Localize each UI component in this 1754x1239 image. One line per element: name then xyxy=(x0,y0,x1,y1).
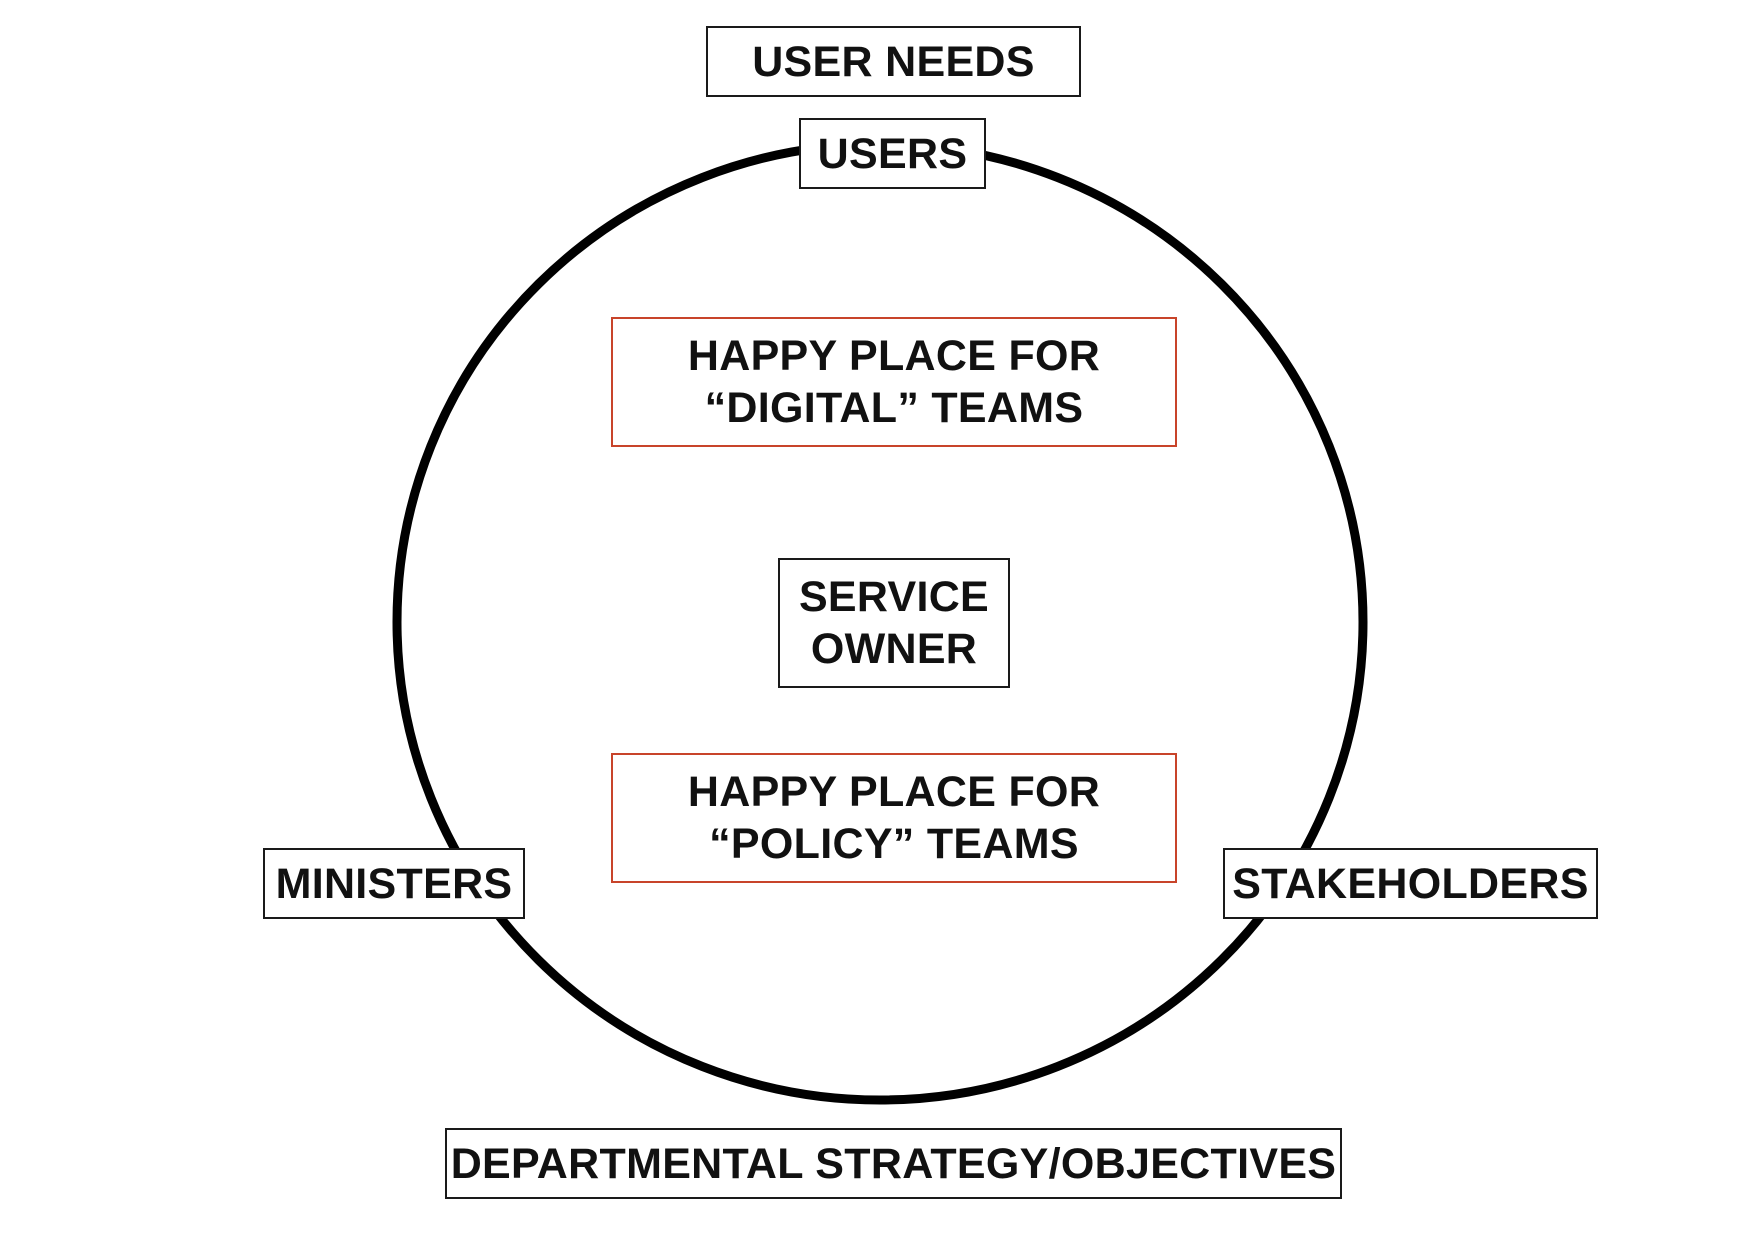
strategy-label: DEPARTMENTAL STRATEGY/OBJECTIVES xyxy=(450,1139,1337,1188)
policy-teams-box: HAPPY PLACE FOR “POLICY” TEAMS xyxy=(611,753,1177,883)
stakeholders-label: STAKEHOLDERS xyxy=(1232,859,1589,908)
users-box: USERS xyxy=(799,118,986,189)
service-owner-line-1: SERVICE xyxy=(798,573,990,621)
service-owner-line-2: OWNER xyxy=(810,625,978,673)
user-needs-label: USER NEEDS xyxy=(752,37,1035,86)
user-needs-box: USER NEEDS xyxy=(706,26,1081,97)
policy-teams-line-1: HAPPY PLACE FOR xyxy=(687,768,1101,816)
policy-teams-line-2: “POLICY” TEAMS xyxy=(709,820,1079,868)
digital-teams-line-2: “DIGITAL” TEAMS xyxy=(704,384,1084,432)
digital-teams-line-1: HAPPY PLACE FOR xyxy=(687,332,1101,380)
ministers-label: MINISTERS xyxy=(275,859,513,908)
users-label: USERS xyxy=(817,129,968,178)
ministers-box: MINISTERS xyxy=(263,848,525,919)
strategy-box: DEPARTMENTAL STRATEGY/OBJECTIVES xyxy=(445,1128,1342,1199)
stakeholders-box: STAKEHOLDERS xyxy=(1223,848,1598,919)
service-owner-box: SERVICE OWNER xyxy=(778,558,1010,688)
digital-teams-box: HAPPY PLACE FOR “DIGITAL” TEAMS xyxy=(611,317,1177,447)
